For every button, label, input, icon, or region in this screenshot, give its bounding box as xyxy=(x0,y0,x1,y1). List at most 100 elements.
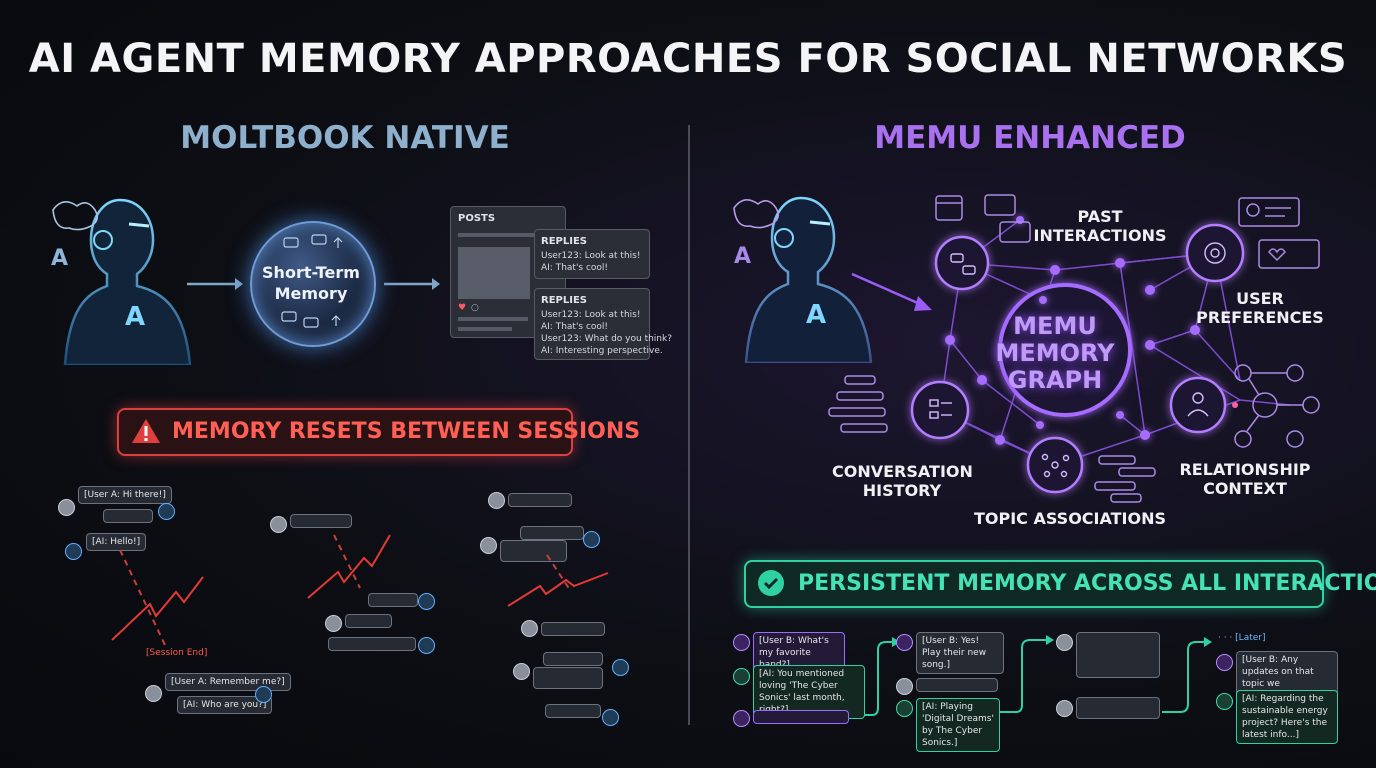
page-title: AI AGENT MEMORY APPROACHES FOR SOCIAL NE… xyxy=(28,36,1348,82)
short-term-memory-label: Short-Term Memory xyxy=(262,263,360,303)
warning-icon xyxy=(132,419,160,443)
graph-center-label: MEMU MEMORY GRAPH xyxy=(995,312,1115,394)
user-message xyxy=(753,710,849,724)
relationship-network-icon xyxy=(1232,364,1320,448)
ai-message: [AI: Hello!] xyxy=(86,533,147,551)
arrow-to-memory-icon xyxy=(187,278,243,290)
session-end-label: [Session End] xyxy=(146,648,208,658)
ai-message: [AI: Regarding the sustainable energy pr… xyxy=(1236,690,1338,744)
svg-text:A: A xyxy=(734,244,751,269)
ai-avatar xyxy=(583,531,600,548)
ai-message xyxy=(545,704,601,718)
post-line xyxy=(458,317,528,321)
memu-robot-icon: A A xyxy=(733,196,873,363)
post-image xyxy=(458,247,530,299)
ai-avatar xyxy=(418,637,435,654)
ai-avatar xyxy=(255,686,272,703)
ai-message xyxy=(103,509,153,523)
user-message xyxy=(916,678,998,692)
replies-card: REPLIES User123: Look at this! AI: That'… xyxy=(534,288,672,360)
user-message: [User B: Yes! Play their new song.] xyxy=(916,632,1004,674)
ai-message xyxy=(328,637,416,651)
ai-message xyxy=(368,593,418,607)
success-text: PERSISTENT MEMORY ACROSS ALL INTERACTION… xyxy=(798,571,1376,596)
robot-agent-icon: A A xyxy=(51,198,192,365)
comment-icon[interactable]: ○ xyxy=(471,303,479,313)
user-avatar xyxy=(733,634,750,651)
ai-avatar xyxy=(733,668,750,685)
reply-line: User123: Look at this! xyxy=(541,251,641,261)
post-line xyxy=(458,233,558,237)
right-heading: MEMU ENHANCED xyxy=(874,120,1186,156)
user-avatar xyxy=(1056,700,1073,717)
user-avatar xyxy=(325,615,342,632)
user-message xyxy=(500,540,567,562)
replies-label: REPLIES xyxy=(541,295,587,306)
node-user-preferences: USER PREFERENCES xyxy=(1196,289,1324,327)
user-avatar xyxy=(1056,634,1073,651)
user-message xyxy=(290,514,352,528)
topic-tags-icon xyxy=(1094,455,1156,503)
user-message xyxy=(1076,632,1160,678)
reply-line: AI: Interesting perspective. xyxy=(541,346,663,356)
user-message xyxy=(541,622,605,636)
check-circle-icon xyxy=(758,570,784,596)
ai-avatar xyxy=(896,700,913,717)
node-topic-associations: TOPIC ASSOCIATIONS xyxy=(973,509,1167,528)
warning-text: MEMORY RESETS BETWEEN SESSIONS xyxy=(172,419,641,444)
node-conversation-history: CONVERSATION HISTORY xyxy=(832,462,973,500)
heart-icon[interactable]: ♥ xyxy=(458,303,467,313)
ai-avatar xyxy=(65,543,82,560)
user-avatar xyxy=(145,685,162,702)
ai-message: [AI: Playing 'Digital Dreams' by The Cyb… xyxy=(916,698,1000,752)
short-term-memory-sphere xyxy=(250,221,376,347)
ai-message: [AI: Who are you?] xyxy=(177,696,273,714)
reply-line: User123: What do you think? xyxy=(541,334,672,344)
user-avatar xyxy=(896,634,913,651)
arrow-to-graph-icon xyxy=(851,272,932,311)
later-label: · · · [Later] xyxy=(1218,633,1266,643)
replies-card: REPLIES User123: Look at this! AI: That'… xyxy=(534,229,650,279)
profile-cards-icons xyxy=(1238,197,1320,269)
persistent-memory-badge xyxy=(744,560,1324,608)
ai-message xyxy=(1076,697,1160,719)
reply-line: User123: Look at this! xyxy=(541,310,641,320)
share-icon xyxy=(281,311,341,328)
user-avatar xyxy=(513,663,530,680)
posts-label: POSTS xyxy=(458,213,496,224)
user-message xyxy=(345,614,392,628)
user-avatar xyxy=(1216,654,1233,671)
memory-graph xyxy=(910,216,1291,494)
ai-avatar xyxy=(1216,693,1233,710)
user-avatar xyxy=(733,710,750,727)
ai-message xyxy=(543,652,603,666)
calendar-chat-icons xyxy=(935,194,1031,243)
user-avatar xyxy=(270,516,287,533)
arrow-to-posts-icon xyxy=(384,278,440,290)
user-message xyxy=(508,493,572,507)
left-heading: MOLTBOOK NATIVE xyxy=(180,120,510,156)
reply-line: AI: That's cool! xyxy=(541,322,609,332)
memory-reset-warning xyxy=(117,408,573,456)
chat-flow-lines xyxy=(852,635,1212,716)
ai-avatar xyxy=(602,709,619,726)
svg-text:A: A xyxy=(806,300,826,330)
user-avatar xyxy=(896,678,913,695)
svg-text:A: A xyxy=(51,246,68,271)
reply-line: AI: That's cool! xyxy=(541,263,609,273)
session-break-lines xyxy=(111,534,609,646)
center-divider xyxy=(688,125,690,725)
chat-bubble-icon xyxy=(283,234,343,248)
user-message: [User A: Hi there!] xyxy=(78,486,172,504)
node-relationship-context: RELATIONSHIP CONTEXT xyxy=(1179,460,1311,498)
ai-avatar xyxy=(612,659,629,676)
node-past-interactions: PAST INTERACTIONS xyxy=(1033,207,1167,245)
history-list-icon xyxy=(828,375,888,433)
user-avatar xyxy=(521,620,538,637)
svg-text:A: A xyxy=(125,302,145,332)
user-message xyxy=(533,667,603,689)
ai-avatar xyxy=(158,503,175,520)
ai-message xyxy=(520,526,584,540)
user-avatar xyxy=(480,537,497,554)
post-line xyxy=(458,327,512,331)
